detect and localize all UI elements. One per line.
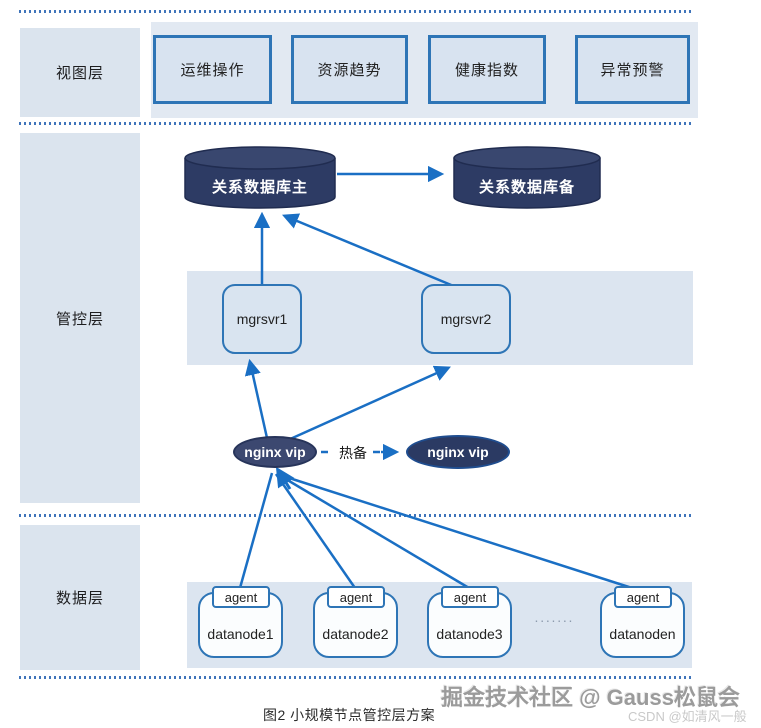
data-layer-label: 数据层 [20,525,140,670]
view-box-alerts: 异常预警 [575,35,690,104]
cylinder-shape-icon [453,146,601,209]
nginx-vip-primary: nginx vip [233,436,317,468]
separator-dotted-bottom [19,676,691,679]
separator-dotted-mgmt-data [19,514,691,517]
db-primary-label: 关系数据库主 [211,178,308,196]
db-standby-cylinder: 关系数据库备 [452,145,602,211]
watermark-community: 掘金技术社区 @ Gauss松鼠会 [441,685,740,710]
watermark-csdn: CSDN @如清风一般 [628,709,747,724]
agent-box-3: agent [441,586,499,608]
separator-dotted-view-mgmt [19,122,691,125]
view-box-health-index: 健康指数 [428,35,546,104]
mgrsvr2-node: mgrsvr2 [421,284,511,354]
view-box-resource-trend: 资源趋势 [291,35,408,104]
db-standby-label: 关系数据库备 [478,178,575,196]
mgrsvr1-node: mgrsvr1 [222,284,302,354]
datanode-ellipsis: ······· [534,612,574,628]
cylinder-shape-icon [184,146,336,209]
agent-box-n: agent [614,586,672,608]
view-box-ops: 运维操作 [153,35,272,104]
mgmt-layer-label: 管控层 [20,133,140,503]
hot-standby-label: 热备 [333,443,373,461]
view-layer-label: 视图层 [20,28,140,117]
db-primary-cylinder: 关系数据库主 [183,145,337,211]
agent-box-1: agent [212,586,270,608]
separator-dotted-top [19,10,691,13]
nginx-vip-standby: nginx vip [406,435,510,469]
agent-box-2: agent [327,586,385,608]
figure-caption: 图2 小规模节点管控层方案 [263,707,436,723]
